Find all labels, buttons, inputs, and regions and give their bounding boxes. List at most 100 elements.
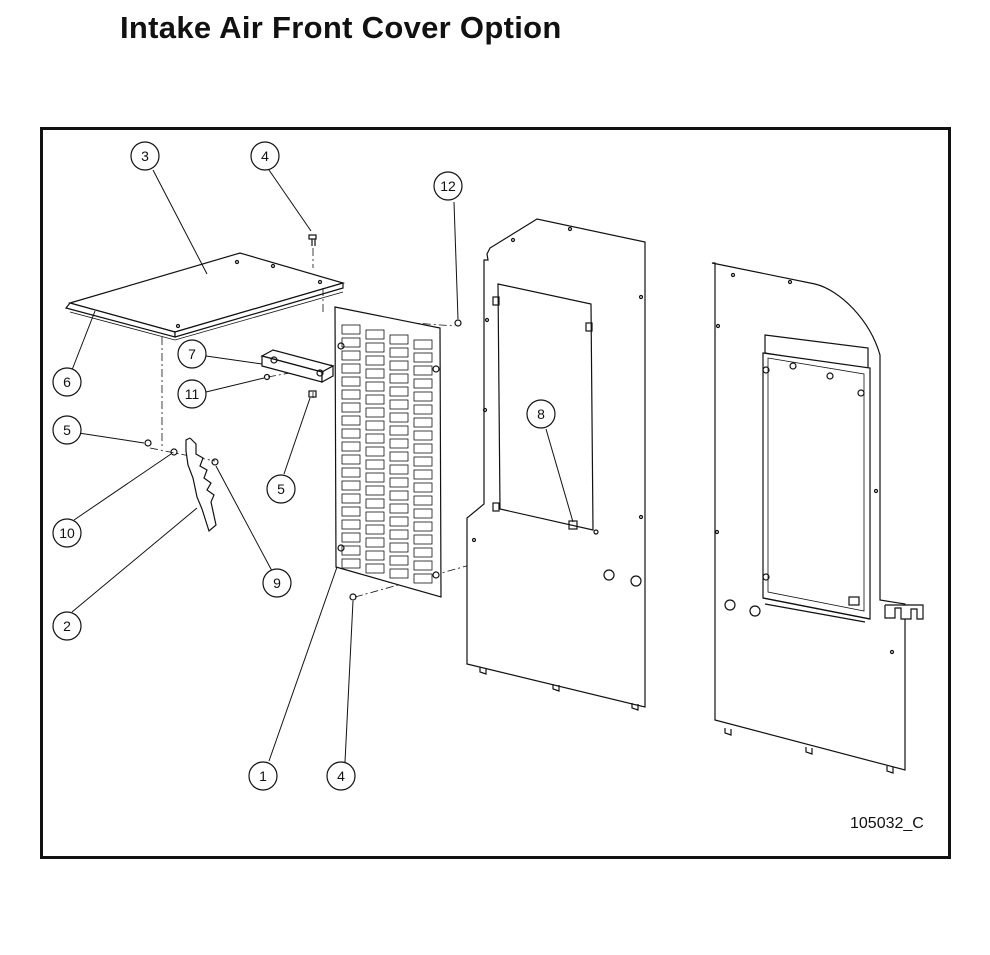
grille-cell <box>389 568 409 579</box>
callout-label: 6 <box>63 374 71 390</box>
callout-balloon: 11 <box>177 379 207 409</box>
callout-balloon: 12 <box>433 171 463 201</box>
grille-cell <box>389 347 409 358</box>
grille-cell <box>413 391 433 402</box>
callout-label: 8 <box>537 406 545 422</box>
grille-cell <box>413 456 433 467</box>
grille-cell <box>341 441 361 452</box>
drawing-number: 105032_C <box>850 815 924 832</box>
grille-cell <box>413 430 433 441</box>
grille-cell <box>389 555 409 566</box>
grille-cell <box>341 493 361 504</box>
grille-cell <box>389 412 409 423</box>
grille-cell <box>413 560 433 571</box>
small-hardware <box>144 319 462 601</box>
grille-cell <box>341 337 361 348</box>
callout-label: 11 <box>185 386 200 402</box>
grille-cell <box>365 459 385 470</box>
grille-cell <box>389 451 409 462</box>
callout-label: 7 <box>188 346 196 362</box>
grille-cell <box>341 454 361 465</box>
grille-cells <box>341 324 433 584</box>
page-title: Intake Air Front Cover Option <box>120 10 562 45</box>
grille-cell <box>413 573 433 584</box>
callout-balloon: 3 <box>130 141 160 171</box>
grille-cell <box>389 503 409 514</box>
grille-cell <box>365 433 385 444</box>
grille-cell <box>413 508 433 519</box>
grille-cell <box>413 469 433 480</box>
callout-label: 4 <box>337 768 345 784</box>
grille-cell <box>341 532 361 543</box>
grille-cell <box>365 563 385 574</box>
grille-cell <box>341 480 361 491</box>
grille-cell <box>389 477 409 488</box>
grille-cell <box>341 389 361 400</box>
callout-label: 2 <box>63 618 71 634</box>
grille-cell <box>413 534 433 545</box>
callout-balloon: 7 <box>177 339 207 369</box>
grille-cell <box>341 467 361 478</box>
grille-cell <box>389 542 409 553</box>
grille-cell <box>389 425 409 436</box>
grille-cell <box>389 529 409 540</box>
callout-balloon: 5 <box>266 474 296 504</box>
callout-balloon: 6 <box>52 367 82 397</box>
grille-cell <box>389 399 409 410</box>
callout-label: 5 <box>63 422 71 438</box>
grille-cell <box>389 334 409 345</box>
grille-cell <box>365 355 385 366</box>
grille-cell <box>389 360 409 371</box>
grille-cell <box>389 438 409 449</box>
grille-cell <box>413 339 433 350</box>
grille-cell <box>413 547 433 558</box>
grille-cell <box>413 352 433 363</box>
grille-cell <box>389 373 409 384</box>
grille-cell <box>413 404 433 415</box>
grille-cell <box>365 472 385 483</box>
grille-cell <box>413 417 433 428</box>
callout-balloon: 5 <box>52 415 82 445</box>
grille-cell <box>389 386 409 397</box>
grille-cell <box>341 415 361 426</box>
callout-label: 5 <box>277 481 285 497</box>
callout-label: 10 <box>59 525 75 541</box>
grille-panel <box>334 306 442 598</box>
callout-balloon: 2 <box>52 611 82 641</box>
grille-cell <box>365 485 385 496</box>
grille-cell <box>341 376 361 387</box>
grille-cell <box>365 368 385 379</box>
grille-cell <box>341 506 361 517</box>
callout-balloon: 10 <box>52 518 82 548</box>
grille-cell <box>413 495 433 506</box>
figure-frame <box>40 127 951 859</box>
slotted-bracket <box>185 437 217 533</box>
grille-cell <box>341 428 361 439</box>
grille-cell <box>413 365 433 376</box>
callout-balloon: 8 <box>526 399 556 429</box>
callout-label: 1 <box>259 768 267 784</box>
grille-cell <box>365 407 385 418</box>
grille-cell <box>365 498 385 509</box>
grille-cell <box>389 464 409 475</box>
callout-balloon: 4 <box>326 761 356 791</box>
grille-cell <box>365 394 385 405</box>
grille-cell <box>341 324 361 335</box>
grille-cell <box>413 378 433 389</box>
grille-cell <box>341 350 361 361</box>
grille-cell <box>413 482 433 493</box>
callout-balloon: 9 <box>262 568 292 598</box>
grille-cell <box>341 363 361 374</box>
grille-cell <box>389 490 409 501</box>
grille-cell <box>365 381 385 392</box>
grille-cell <box>413 521 433 532</box>
grille-cell <box>365 329 385 340</box>
grille-cell <box>341 519 361 530</box>
grille-cell <box>365 420 385 431</box>
grille-cell <box>341 402 361 413</box>
grille-cell <box>389 516 409 527</box>
leader-lines <box>71 169 574 763</box>
top-cover-plate <box>64 252 346 341</box>
